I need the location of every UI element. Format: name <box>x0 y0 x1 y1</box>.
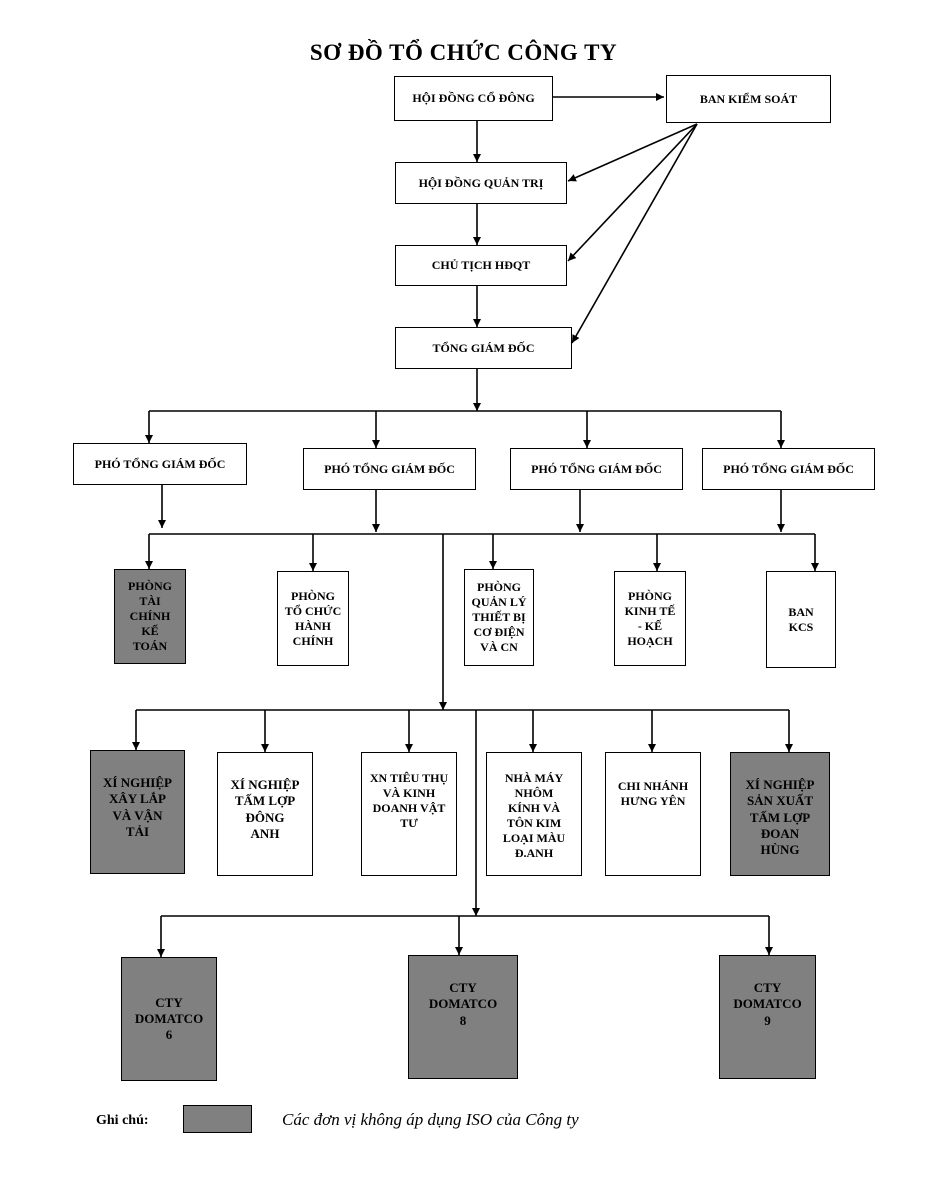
box-xi-nghiep-xay-lap-van-tai: XÍ NGHIỆP XÂY LẮP VÀ VẬN TẢI <box>90 750 185 874</box>
box-xi-nghiep-tam-lop-dong-anh: XÍ NGHIỆP TẤM LỢP ĐÔNG ANH <box>217 752 313 876</box>
box-ban-kcs: BAN KCS <box>766 571 836 668</box>
box-cty-domatco-9: CTY DOMATCO 9 <box>719 955 816 1079</box>
box-phong-kinh-te-ke-hoach: PHÒNG KINH TẾ - KẾ HOẠCH <box>614 571 686 666</box>
box-xn-tieu-thu-kinh-doanh-vat-tu: XN TIÊU THỤ VÀ KINH DOANH VẬT TƯ <box>361 752 457 876</box>
box-chi-nhanh-hung-yen: CHI NHÁNH HƯNG YÊN <box>605 752 701 876</box>
box-pho-tong-giam-doc-1: PHÓ TỔNG GIÁM ĐỐC <box>73 443 247 485</box>
box-cty-domatco-8: CTY DOMATCO 8 <box>408 955 518 1079</box>
box-xi-nghiep-san-xuat-tam-lop-doan-hung: XÍ NGHIỆP SẢN XUẤT TẤM LỢP ĐOAN HÙNG <box>730 752 830 876</box>
box-phong-to-chuc-hanh-chinh: PHÒNG TỔ CHỨC HÀNH CHÍNH <box>277 571 349 666</box>
box-tong-giam-doc: TỔNG GIÁM ĐỐC <box>395 327 572 369</box>
box-cty-domatco-6: CTY DOMATCO 6 <box>121 957 217 1081</box>
page-title: SƠ ĐỒ TỔ CHỨC CÔNG TY <box>309 40 618 65</box>
legend-label: Ghi chú: <box>96 1113 149 1128</box>
box-hoi-dong-quan-tri: HỘI ĐỒNG QUẢN TRỊ <box>395 162 567 204</box>
box-hoi-dong-co-dong: HỘI ĐỒNG CỔ ĐÔNG <box>394 76 553 121</box>
box-nha-may-nhom-kinh-ton: NHÀ MÁY NHÔM KÍNH VÀ TÔN KIM LOẠI MÀU Đ.… <box>486 752 582 876</box>
legend-text: Các đơn vị không áp dụng ISO của Công ty <box>282 1110 579 1129</box>
box-pho-tong-giam-doc-3: PHÓ TỔNG GIÁM ĐỐC <box>510 448 683 490</box>
box-chu-tich-hdqt: CHỦ TỊCH HĐQT <box>395 245 567 286</box>
box-phong-tai-chinh-ke-toan: PHÒNG TÀI CHÍNH KẾ TOÁN <box>114 569 186 664</box>
box-ban-kiem-soat: BAN KIỂM SOÁT <box>666 75 831 123</box>
box-phong-quan-ly-thiet-bi: PHÒNG QUẢN LÝ THIẾT BỊ CƠ ĐIỆN VÀ CN <box>464 569 534 666</box>
legend-swatch <box>183 1105 252 1133</box>
box-pho-tong-giam-doc-4: PHÓ TỔNG GIÁM ĐỐC <box>702 448 875 490</box>
box-pho-tong-giam-doc-2: PHÓ TỔNG GIÁM ĐỐC <box>303 448 476 490</box>
